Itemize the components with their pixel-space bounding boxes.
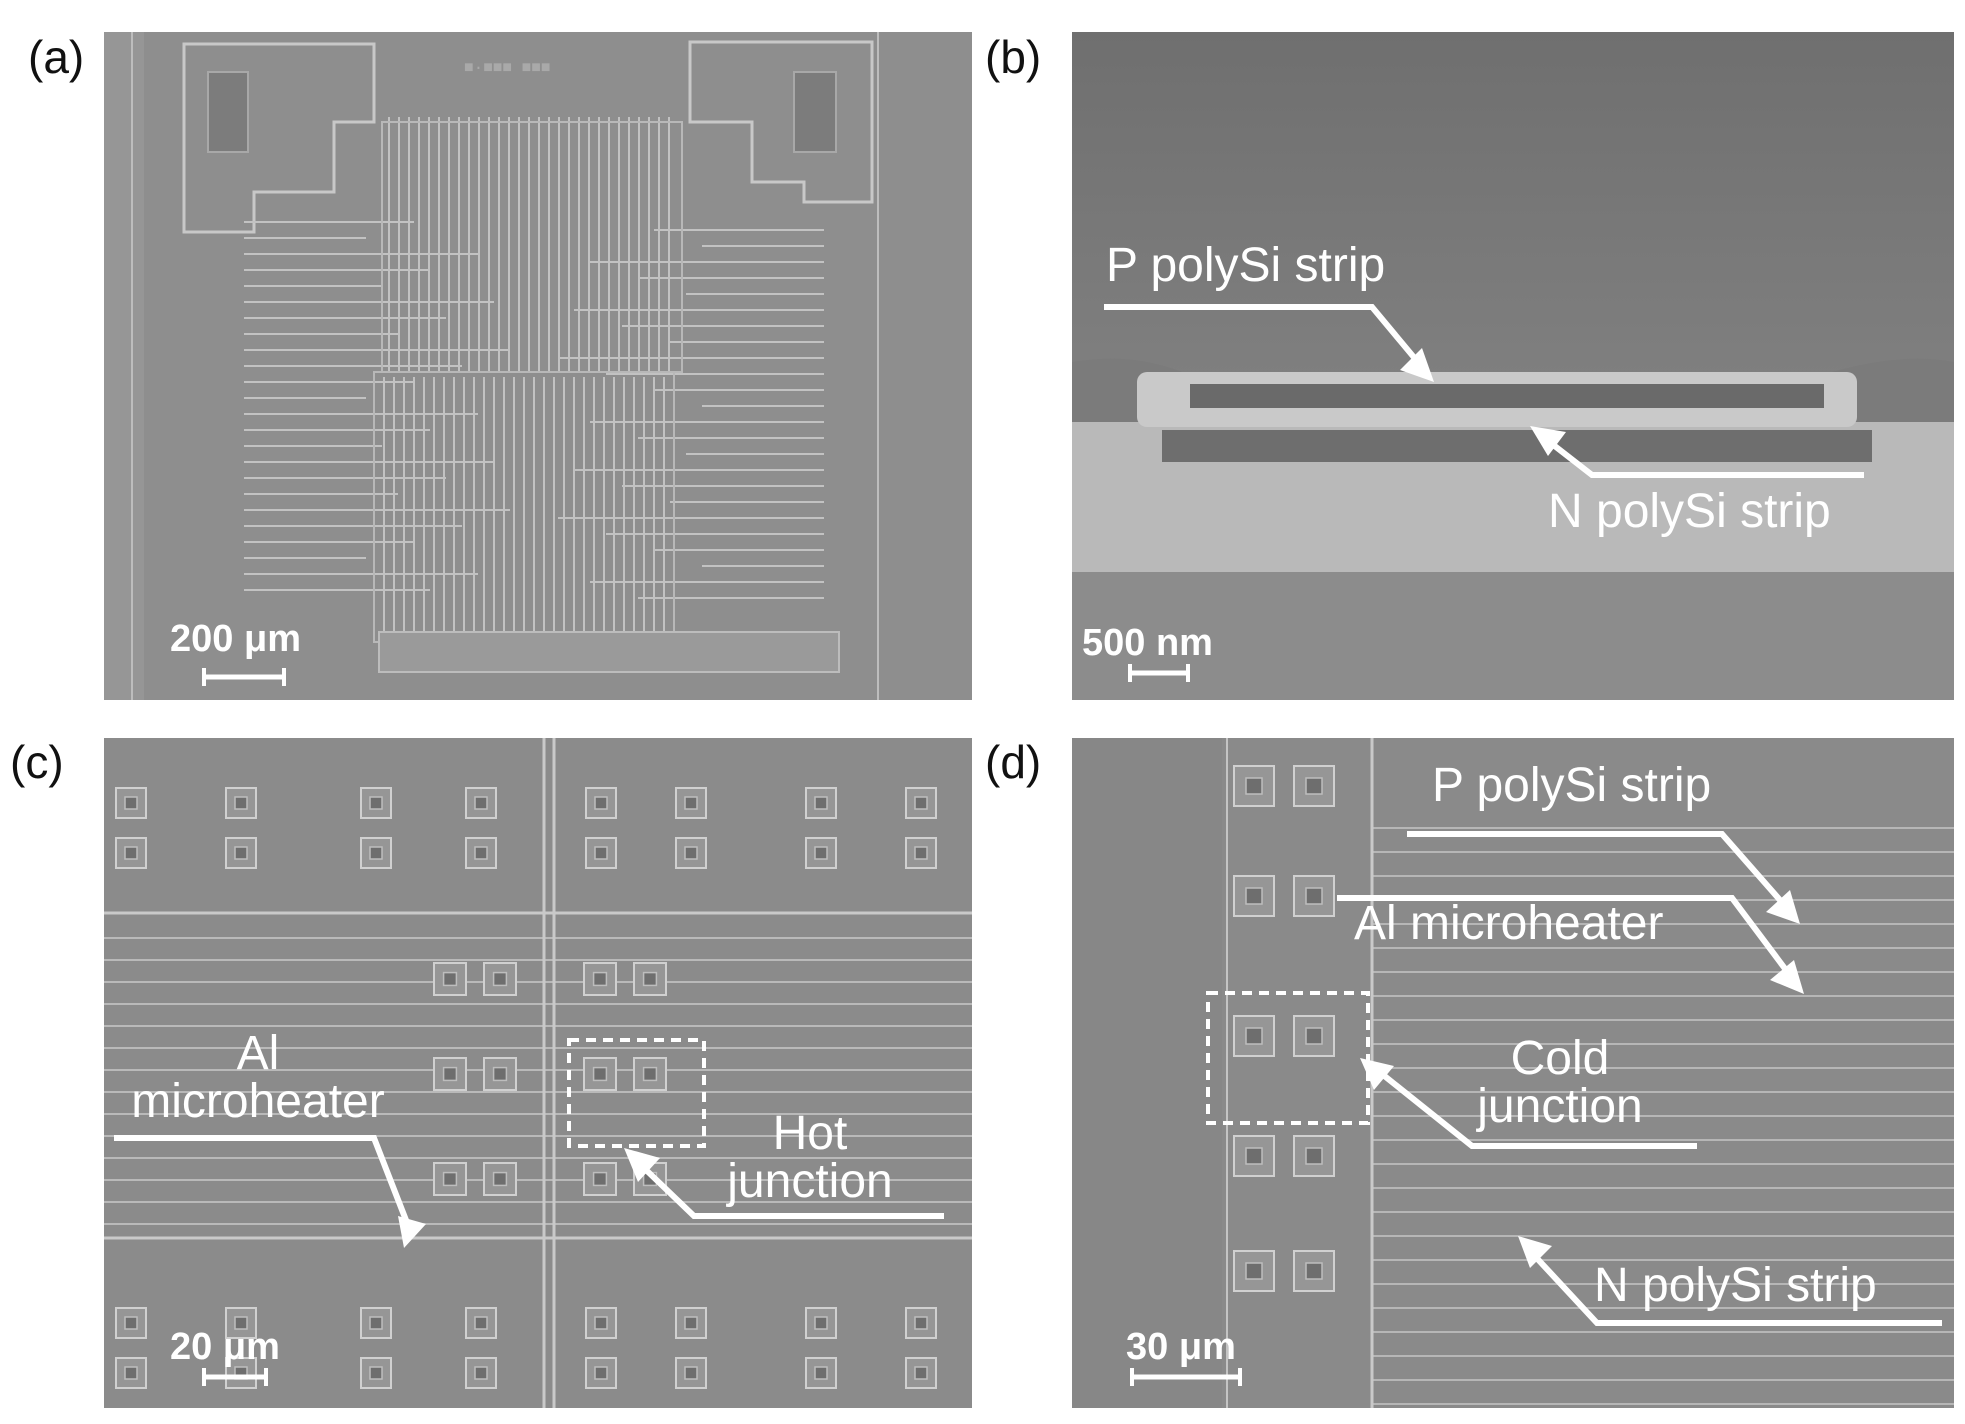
scale-bar-label-b: 500 nm [1082, 622, 1213, 664]
chip-overview-drawing: ■·■■■ ■■■ [104, 32, 972, 700]
label-al-line2: microheater [131, 1075, 385, 1128]
sem-image-cold-junction [1072, 738, 1954, 1408]
sem-image-chip-overview: ■·■■■ ■■■ [104, 32, 972, 700]
label-hot-line1: Hot [772, 1107, 848, 1160]
label-cold-junction-d: Cold junction [1450, 1035, 1670, 1131]
scale-bar-label-a: 200 μm [170, 618, 301, 660]
scale-bar-b [1128, 664, 1190, 682]
label-n-polysi-strip-d: N polySi strip [1594, 1259, 1877, 1312]
scale-bar-d [1130, 1368, 1242, 1386]
svg-text:■·■■■ ■■■: ■·■■■ ■■■ [464, 59, 550, 77]
cross-section-drawing [1072, 32, 1954, 700]
label-cold-line1: Cold [1510, 1032, 1610, 1085]
panel-letter-a: (a) [28, 31, 85, 83]
scale-bar-label-c: 20 μm [170, 1326, 280, 1368]
cold-junction-drawing [1072, 738, 1954, 1408]
hot-junction-array-drawing [104, 738, 972, 1408]
scale-bar-label-d: 30 μm [1126, 1326, 1236, 1368]
panel-letter-c: (c) [10, 736, 64, 788]
label-p-polysi-strip-d: P polySi strip [1432, 759, 1712, 812]
sem-image-hot-junction-array [104, 738, 972, 1408]
scale-bar-a [202, 668, 286, 686]
arrow-p-strip-b [1104, 304, 1864, 478]
label-hot-junction-c: Hot junction [700, 1110, 920, 1206]
label-al-microheater-c: Al microheater [108, 1030, 408, 1126]
label-al-microheater-d: Al microheater [1354, 897, 1664, 950]
label-p-polysi-strip-b: P polySi strip [1106, 239, 1386, 292]
label-cold-line2: junction [1477, 1080, 1643, 1133]
label-n-polysi-strip-b: N polySi strip [1548, 485, 1831, 538]
panel-letter-b: (b) [985, 31, 1042, 83]
scale-bar-c [202, 1368, 268, 1386]
label-al-line1: Al [236, 1027, 280, 1080]
panel-letter-d: (d) [985, 736, 1042, 788]
label-hot-line2: junction [727, 1155, 893, 1208]
sem-image-cross-section [1072, 32, 1954, 700]
